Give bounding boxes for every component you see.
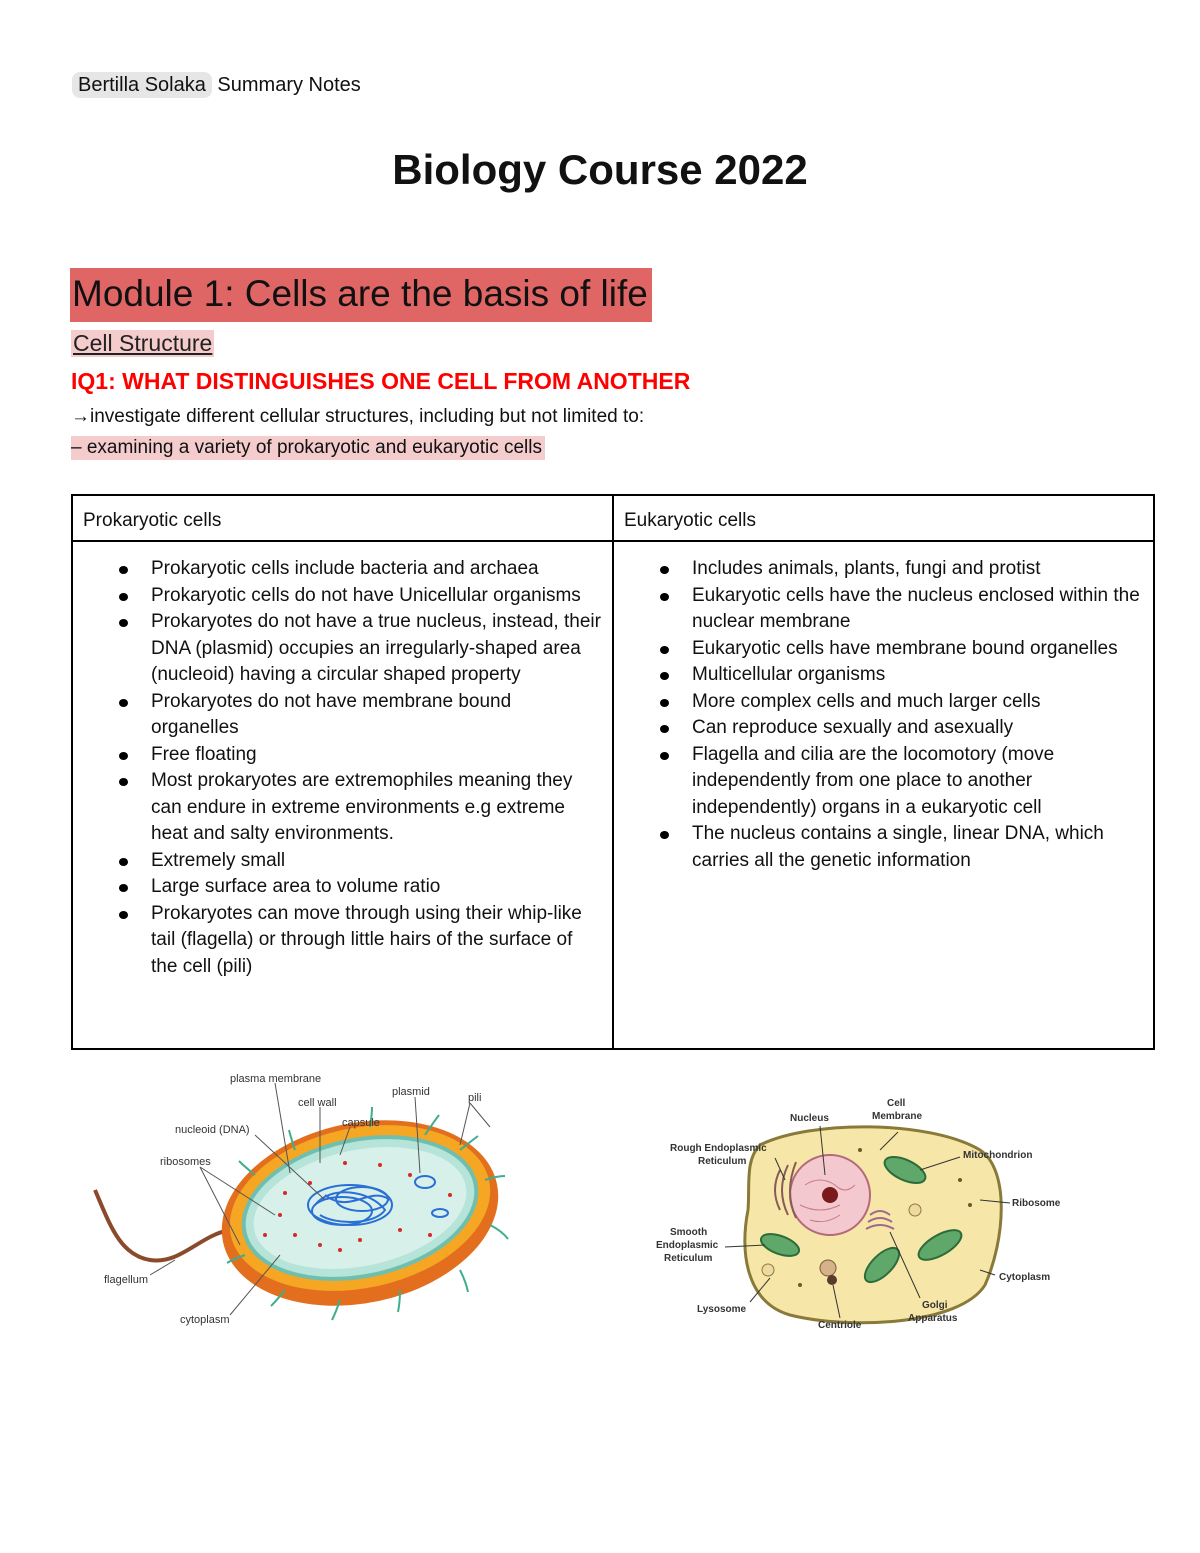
label-flagellum: flagellum [104,1274,148,1286]
label-capsule: capsule [342,1117,380,1129]
label-nucleoid: nucleoid (DNA) [175,1124,250,1136]
label-rough-er-2: Reticulum [698,1156,746,1167]
document-header: Bertilla Solaka Summary Notes [72,72,361,98]
list-item: Multicellular organisms [660,662,1143,689]
list-item: Prokaryotes can move through using their… [119,901,602,981]
list-item: Prokaryotes do not have membrane bound o… [119,689,602,742]
label-smooth-er-1: Smooth [670,1227,707,1238]
label-ribosomes: ribosomes [160,1156,211,1168]
label-smooth-er-3: Reticulum [664,1253,712,1264]
label-cell-wall: cell wall [298,1097,337,1109]
header-suffix: Summary Notes [217,74,361,96]
eukaryotic-list: Includes animals, plants, fungi and prot… [624,556,1143,874]
label-cytoplasm: cytoplasm [180,1314,230,1326]
label-mitochondrion: Mitochondrion [963,1150,1032,1161]
label-rough-er-1: Rough Endoplasmic [670,1143,767,1154]
label-lysosome: Lysosome [697,1304,747,1315]
list-item: Free floating [119,742,602,769]
prokaryote-illustration: plasma membrane cell wall plasmid pili c… [93,1073,509,1326]
label-cytoplasm: Cytoplasm [999,1272,1050,1283]
list-item: More complex cells and much larger cells [660,689,1143,716]
list-item: Eukaryotic cells have membrane bound org… [660,636,1143,663]
label-golgi-1: Golgi [922,1300,948,1311]
label-ribosome: Ribosome [1012,1198,1061,1209]
page-title: Biology Course 2022 [392,146,808,193]
label-plasmid: plasmid [392,1086,430,1098]
list-item: Can reproduce sexually and asexually [660,715,1143,742]
list-item: The nucleus contains a single, linear DN… [660,821,1143,874]
list-item: Most prokaryotes are extremophiles meani… [119,768,602,848]
header-prokaryotic: Prokaryotic cells [71,494,614,542]
prokaryotic-list: Prokaryotic cells include bacteria and a… [83,556,602,980]
prokaryote-diagram: plasma membrane cell wall plasmid pili c… [80,1065,540,1340]
list-item: Extremely small [119,848,602,875]
eukaryote-illustration: Nucleus Cell Membrane Rough Endoplasmic … [656,1098,1061,1331]
list-item: Flagella and cilia are the locomotory (m… [660,742,1143,822]
eukaryotic-cell: Includes animals, plants, fungi and prot… [612,540,1155,1050]
table-body-row: Prokaryotic cells include bacteria and a… [71,540,1155,1050]
prokaryotic-cell: Prokaryotic cells include bacteria and a… [71,540,614,1050]
list-item: Eukaryotic cells have the nucleus enclos… [660,583,1143,636]
intro-line: →investigate different cellular structur… [71,406,645,427]
label-nucleus: Nucleus [790,1113,829,1124]
table-header-row: Prokaryotic cells Eukaryotic cells [71,494,1155,542]
label-plasma-membrane: plasma membrane [230,1073,321,1085]
label-cell-membrane-1: Cell [887,1098,906,1109]
eukaryote-diagram: Nucleus Cell Membrane Rough Endoplasmic … [650,1090,1090,1340]
list-item: Prokaryotes do not have a true nucleus, … [119,609,602,689]
module-heading: Module 1: Cells are the basis of life [70,268,652,322]
label-smooth-er-2: Endoplasmic [656,1240,719,1251]
inquiry-question: IQ1: WHAT DISTINGUISHES ONE CELL FROM AN… [71,368,691,394]
intro-highlight: – examining a variety of prokaryotic and… [71,436,546,460]
list-item: Includes animals, plants, fungi and prot… [660,556,1143,583]
list-item: Prokaryotic cells include bacteria and a… [119,556,602,583]
author-name: Bertilla Solaka [72,72,212,98]
label-cell-membrane-2: Membrane [872,1111,922,1122]
label-centriole: Centriole [818,1320,862,1331]
label-golgi-2: Apparatus [908,1313,958,1324]
label-pili: pili [468,1092,481,1104]
list-item: Prokaryotic cells do not have Unicellula… [119,583,602,610]
header-eukaryotic: Eukaryotic cells [612,494,1155,542]
comparison-table: Prokaryotic cells Eukaryotic cells Proka… [71,494,1155,1050]
list-item: Large surface area to volume ratio [119,874,602,901]
section-heading: Cell Structure [71,330,215,357]
